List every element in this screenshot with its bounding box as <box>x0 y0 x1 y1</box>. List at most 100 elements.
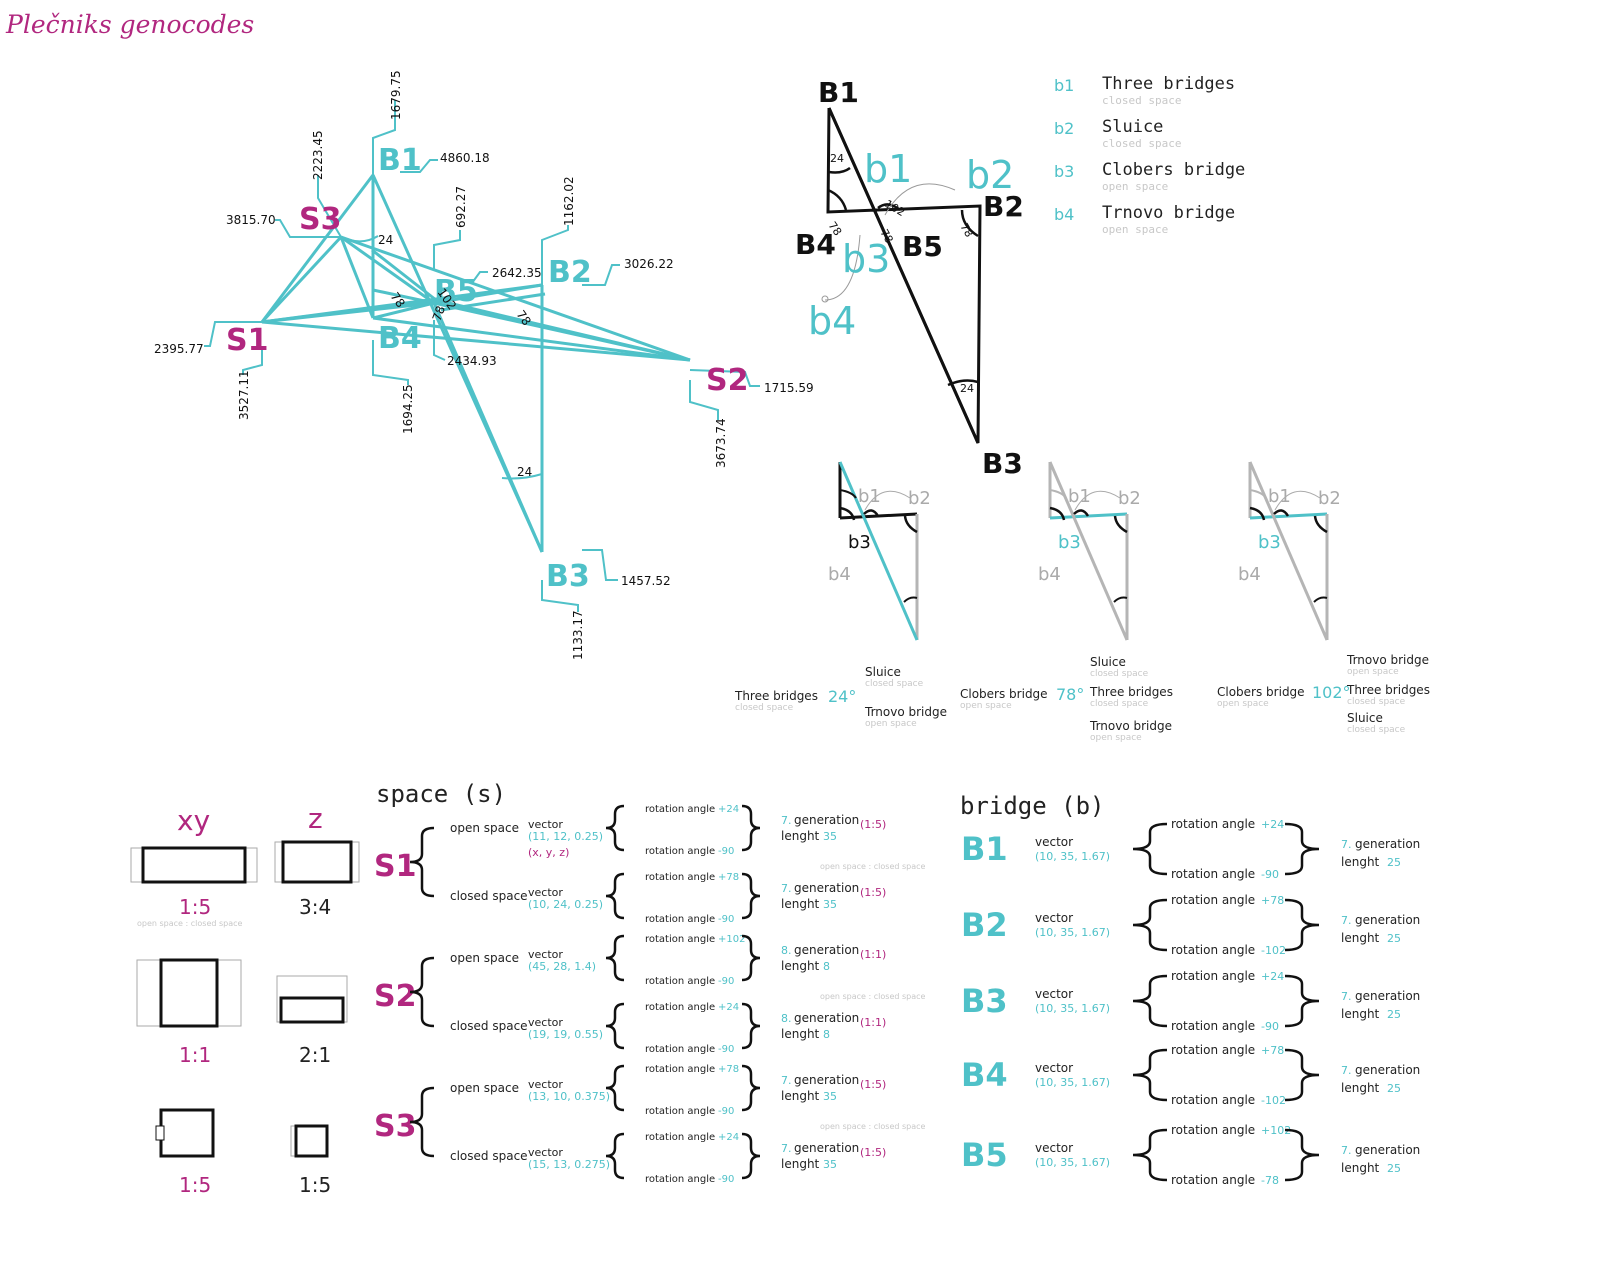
variant-other-name: Trnovo bridge <box>1089 719 1172 733</box>
space-vector-axes: (x, y, z) <box>528 846 569 859</box>
rotation-label: rotation angle <box>1171 969 1255 983</box>
z-ratio: 2:1 <box>299 1043 331 1067</box>
angle-value: 78 <box>430 304 448 323</box>
z-heading: z <box>308 802 323 835</box>
lenght-value: 8 <box>823 1028 830 1041</box>
variant-arc <box>1049 506 1066 521</box>
variant-label: b2 <box>1118 488 1141 509</box>
legend-sub: closed space <box>1102 137 1182 150</box>
generation-label: generation <box>1355 1143 1420 1157</box>
variant-main-sub: closed space <box>735 703 794 713</box>
map-leader <box>275 219 341 238</box>
lenght-value: 35 <box>823 898 837 911</box>
variant-other-sub: closed space <box>1347 697 1406 707</box>
rotation-bottom: -90 <box>718 846 734 857</box>
variant-arc <box>839 506 856 521</box>
space-vector-value: (11, 12, 0.25) <box>528 830 603 843</box>
generation-brace <box>1284 898 1320 952</box>
variant-angle: 78° <box>1056 685 1084 704</box>
variant-arc <box>1113 515 1128 534</box>
ratio-sub: open space : closed space <box>137 919 243 928</box>
page-title: Plečniks genocodes <box>6 10 255 39</box>
space-type: closed space <box>450 1019 528 1033</box>
map-leader <box>582 549 618 581</box>
variant-label: b1 <box>1268 486 1291 507</box>
generation-index: 7. <box>781 882 792 895</box>
distance-value: 1162.02 <box>562 176 576 226</box>
rotation-top: +24 <box>1261 818 1284 831</box>
rotation-label: rotation angle <box>645 872 715 883</box>
generation-index: 8. <box>781 944 792 957</box>
triangle-angle: 78 <box>877 227 895 246</box>
variant-main-name: Clobers bridge <box>1217 685 1305 699</box>
rotation-label: rotation angle <box>645 1106 715 1117</box>
rotation-top: +78 <box>1261 894 1284 907</box>
xy-ratio: 1:5 <box>179 895 211 919</box>
map-leader <box>372 100 396 175</box>
rotation-label: rotation angle <box>1171 893 1255 907</box>
variant-arc <box>1049 489 1067 499</box>
bridge-brace <box>1132 1128 1168 1182</box>
variant-other-sub: closed space <box>1347 725 1406 735</box>
lenght-value: 8 <box>823 960 830 973</box>
node-label-s2: S2 <box>706 363 748 398</box>
generation-brace <box>741 1002 761 1050</box>
rotation-label: rotation angle <box>645 846 715 857</box>
variant-other-name: Sluice <box>1090 655 1126 669</box>
map-edge <box>261 320 691 362</box>
rotation-label: rotation angle <box>645 1002 715 1013</box>
distance-value: 3673.74 <box>714 418 728 468</box>
map-edge <box>372 301 435 320</box>
generation-index: 7. <box>1341 1144 1352 1157</box>
bridge-brace <box>1132 1048 1168 1102</box>
generation-index: 8. <box>781 1012 792 1025</box>
map-edge <box>339 236 375 319</box>
distance-value: 2642.35 <box>492 266 542 280</box>
node-label-b2: B2 <box>548 255 592 290</box>
proportion-box <box>281 840 353 884</box>
distance-value: 2395.77 <box>154 342 204 356</box>
map-leader <box>582 264 620 286</box>
space-note: open space : closed space <box>820 1122 926 1131</box>
bridge-code: B3 <box>961 982 1008 1020</box>
legend-name: Sluice <box>1102 117 1164 137</box>
curve <box>884 183 956 216</box>
space-vector-value: (45, 28, 1.4) <box>528 960 596 973</box>
angle-arc <box>960 209 979 238</box>
proportion-box <box>279 996 345 1024</box>
rotation-bottom: -78 <box>1261 1174 1279 1187</box>
variant-other-sub: open space <box>865 719 917 729</box>
generation-index: 7. <box>1341 914 1352 927</box>
space-type: open space <box>450 1081 519 1095</box>
bridge-vector-value: (10, 35, 1.67) <box>1035 850 1110 863</box>
variant-other-name: Sluice <box>865 665 901 679</box>
map-edge <box>261 298 437 324</box>
distance-value: 1715.59 <box>764 381 814 395</box>
xy-heading: xy <box>177 804 210 837</box>
map-leader <box>433 320 446 361</box>
triangle-edge <box>827 107 980 444</box>
legend-sub: closed space <box>1102 94 1182 107</box>
generation-label: generation <box>1355 1063 1420 1077</box>
outline-box <box>136 959 242 1027</box>
space-vector-value: (19, 19, 0.55) <box>528 1028 603 1041</box>
lenght-value: 25 <box>1387 856 1401 869</box>
legend-code: b3 <box>1054 162 1075 181</box>
lenght-value: 25 <box>1387 1008 1401 1021</box>
rotation-label: rotation angle <box>645 1174 715 1185</box>
proportion-box <box>141 846 247 884</box>
lenght-value: 25 <box>1387 1082 1401 1095</box>
lenght-value: 35 <box>823 1158 837 1171</box>
lenght-label: lenght <box>1341 1081 1380 1095</box>
generation-scale: (1:5) <box>860 1146 886 1159</box>
space-vector-value: (10, 24, 0.25) <box>528 898 603 911</box>
variant-label: b4 <box>828 564 851 585</box>
map-leader <box>372 340 409 385</box>
generation-index: 7. <box>781 814 792 827</box>
variant-arc <box>863 509 880 517</box>
space-vector-label: vector <box>528 1146 563 1159</box>
map-leader <box>541 580 579 612</box>
triangle-angle: 24 <box>830 152 844 165</box>
